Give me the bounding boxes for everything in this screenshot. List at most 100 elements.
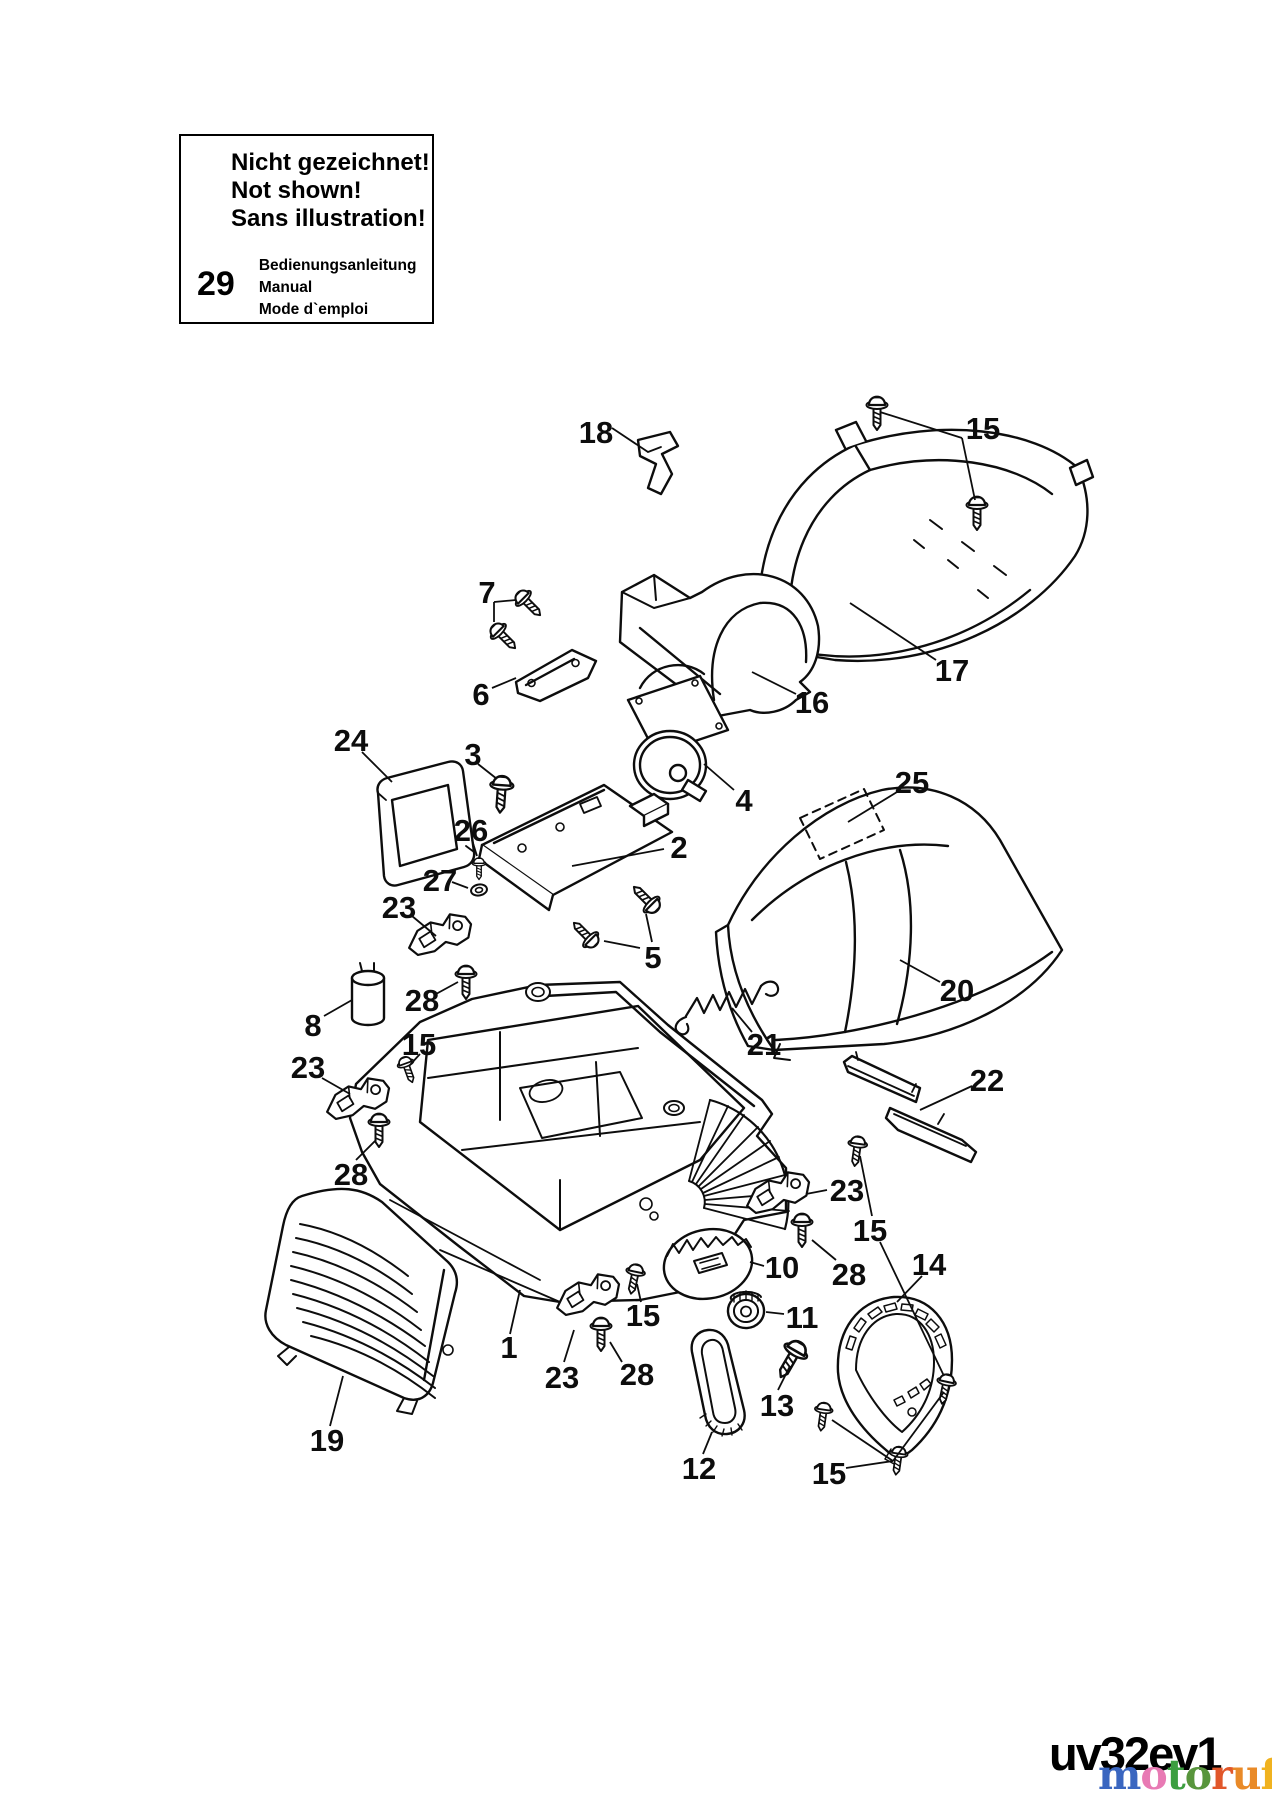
manual-item-row: 29 Bedienungsanleitung Manual Mode d`emp… <box>181 255 432 321</box>
leader-line <box>645 913 653 943</box>
part-label-19: 19 <box>310 1423 344 1458</box>
screw-fastener <box>367 1112 391 1148</box>
part-label-23: 23 <box>382 890 416 925</box>
switch-plate-2 <box>477 783 674 912</box>
part-label-18: 18 <box>579 415 613 450</box>
part-label-1: 1 <box>500 1330 517 1365</box>
leader-line <box>777 1365 791 1391</box>
screw-fastener <box>965 495 989 531</box>
leader-line <box>491 677 517 689</box>
leader-line <box>611 427 649 453</box>
brand-letter: u <box>1231 1751 1262 1799</box>
brand-letter: o <box>1184 1751 1212 1799</box>
part-label-10: 10 <box>765 1250 799 1285</box>
part-label-11: 11 <box>786 1300 819 1335</box>
leader-line <box>477 763 498 780</box>
part-label-28: 28 <box>405 983 439 1018</box>
part-label-21: 21 <box>747 1027 781 1062</box>
part-label-28: 28 <box>334 1157 368 1192</box>
part-label-22: 22 <box>970 1063 1004 1098</box>
part-label-8: 8 <box>304 1008 321 1043</box>
leader-line <box>603 940 641 949</box>
leader-line <box>847 791 898 823</box>
leader-line <box>361 751 393 783</box>
part-label-28: 28 <box>620 1357 654 1392</box>
leader-line <box>493 599 517 603</box>
leader-line <box>765 1311 785 1315</box>
leader-line <box>919 1085 973 1111</box>
leader-line <box>731 1007 753 1033</box>
leader-line <box>859 1155 873 1217</box>
part-label-14: 14 <box>912 1247 947 1282</box>
manual-label-fr: Mode d`emploi <box>258 301 369 318</box>
brand-letter: f <box>1260 1751 1272 1799</box>
part-label-15: 15 <box>402 1027 436 1062</box>
part-label-25: 25 <box>895 765 929 800</box>
not-shown-title-fr: Sans illustration! <box>231 205 426 232</box>
brand-letter: r <box>1211 1751 1233 1799</box>
part-label-7: 7 <box>478 575 495 610</box>
front-deck-19 <box>264 1187 459 1415</box>
not-shown-box: Nicht gezeichnet! Not shown! Sans illust… <box>179 134 434 324</box>
screw-fastener <box>471 857 487 881</box>
leader-line <box>896 1275 923 1303</box>
leader-line <box>451 881 469 889</box>
leader-line <box>849 602 937 661</box>
part-label-15: 15 <box>812 1456 846 1491</box>
not-shown-titles: Nicht gezeichnet! Not shown! Sans illust… <box>231 149 432 233</box>
leader-line <box>321 1077 351 1095</box>
screw-fastener <box>572 921 600 949</box>
brand-letter: o <box>1140 1751 1167 1799</box>
leader-line <box>355 1139 377 1161</box>
leader-line <box>749 1261 765 1267</box>
leader-line <box>636 1283 642 1303</box>
part-label-17: 17 <box>935 653 969 688</box>
leader-line <box>879 411 963 439</box>
model-code-text: uv32ev1 <box>1049 1727 1223 1780</box>
screw-fastener <box>625 1263 646 1295</box>
rear-flap-20 <box>714 786 1064 1061</box>
leader-line <box>609 1341 623 1363</box>
chassis-1 <box>348 980 790 1304</box>
manual-labels: Bedienungsanleitung Manual Mode d`emploi <box>259 255 417 321</box>
screw-fastener <box>814 1401 834 1432</box>
part-label-3: 3 <box>464 737 481 772</box>
part-label-23: 23 <box>291 1050 325 1085</box>
upper-cover-17 <box>757 420 1095 670</box>
part-label-26: 26 <box>454 813 488 848</box>
leader-line <box>702 1431 713 1455</box>
part-label-27: 27 <box>423 863 457 898</box>
leader-line <box>411 915 437 937</box>
screw-fastener <box>514 589 542 617</box>
leader-line <box>899 959 941 983</box>
brand-wordmark: motoruf <box>1098 1751 1272 1799</box>
screw-fastener <box>632 885 661 914</box>
leader-line <box>892 1391 945 1462</box>
leader-line <box>323 999 353 1017</box>
scraper-bar-22 <box>842 1051 978 1164</box>
leader-line <box>471 839 478 857</box>
manual-label-de: Bedienungsanleitung <box>258 257 417 274</box>
leader-line <box>703 763 735 791</box>
manual-part-number: 29 <box>197 265 235 303</box>
part-label-15: 15 <box>626 1298 660 1333</box>
leader-line <box>435 981 459 995</box>
screw-fastener <box>936 1373 957 1405</box>
not-shown-title-de: Nicht gezeichnet! <box>231 149 430 176</box>
part-label-4: 4 <box>735 783 753 818</box>
cable-clamp-23 <box>746 1171 811 1215</box>
cable-clamp-23 <box>556 1273 621 1317</box>
leader-line <box>571 848 665 867</box>
leader-line <box>961 437 976 501</box>
part-label-20: 20 <box>940 973 974 1008</box>
part-label-15: 15 <box>853 1213 887 1248</box>
brand-logo: motoruf.de <box>1098 1751 1272 1799</box>
cable-clamp-23 <box>408 913 473 957</box>
cable-clamp-23 <box>326 1077 391 1121</box>
brand-letter: t <box>1166 1751 1186 1799</box>
part-label-5: 5 <box>644 940 661 975</box>
capacitor-8 <box>350 962 386 1027</box>
leader-line <box>879 1241 945 1377</box>
